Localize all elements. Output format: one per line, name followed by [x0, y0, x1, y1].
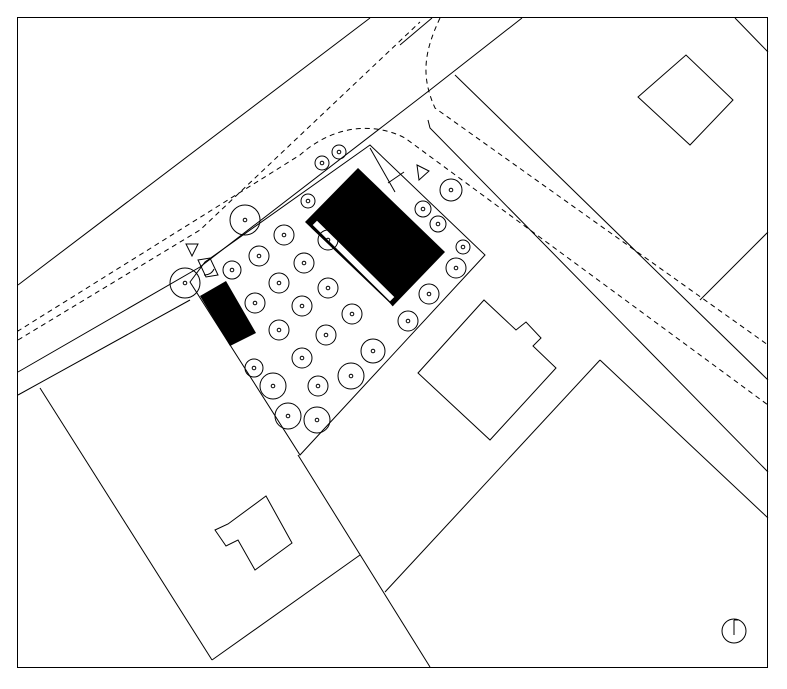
north-arrow-icon: [721, 618, 747, 644]
road-edge-south: [17, 17, 523, 373]
road-edge-north: [17, 17, 371, 286]
parcel-line: [599, 359, 769, 519]
tree-icon: [314, 155, 330, 171]
tree-icon: [303, 406, 331, 434]
main-building-porch: [306, 221, 394, 307]
tree-icon: [291, 295, 313, 317]
main-building: [305, 168, 445, 306]
main-building-white-band: [311, 219, 396, 303]
tree-icon: [418, 283, 440, 305]
tree-icon: [414, 200, 432, 218]
tree-icon: [248, 245, 270, 267]
site-inner-line: [387, 171, 405, 184]
tree-icon: [445, 257, 467, 279]
tree-icon: [337, 362, 365, 390]
tree-icon: [169, 267, 201, 299]
neighbour-building-ne: [637, 54, 734, 146]
tree-icon: [307, 375, 329, 397]
tree-icon: [439, 178, 463, 202]
tree-icon: [317, 229, 339, 251]
tree-icon: [455, 239, 471, 255]
tree-icon: [273, 224, 295, 246]
tree-icon: [229, 204, 261, 236]
parcel-line: [17, 299, 191, 396]
tree-icon: [317, 277, 339, 299]
tree-icon: [315, 324, 337, 346]
tree-icon: [300, 193, 316, 209]
project-site-outline: [189, 144, 486, 456]
drawing-frame: [17, 17, 768, 668]
side-road-edge: [399, 17, 433, 46]
neighbour-building-sw: [214, 495, 293, 571]
tree-icon: [429, 215, 447, 233]
tree-icon: [268, 319, 290, 341]
tree-icon: [274, 402, 302, 430]
trees: [169, 144, 471, 434]
side-road-dashed: [425, 17, 769, 346]
parcel-line: [297, 454, 431, 668]
tree-icon: [331, 144, 347, 160]
tree-icon: [360, 338, 386, 364]
parcel-line: [39, 387, 213, 661]
tree-icon: [291, 347, 313, 369]
tree-icon: [244, 358, 264, 378]
tree-icon: [222, 260, 242, 280]
new-buildings: [200, 168, 445, 346]
tree-icon: [244, 292, 266, 314]
parcel-line: [384, 359, 601, 593]
tree-icon: [293, 252, 315, 274]
entrance-markers: [185, 164, 430, 278]
neighbour-buildings: [214, 54, 734, 571]
parcel-line: [211, 554, 361, 661]
side-road-east: [454, 74, 769, 381]
gate-icon: [197, 257, 219, 278]
triangle-icon: [416, 164, 430, 182]
small-building: [200, 281, 256, 346]
gate-arc-icon: [203, 268, 215, 276]
tree-icon: [397, 310, 419, 332]
tree-icon: [259, 372, 287, 400]
parcel-line: [734, 17, 769, 53]
road-centerline-1: [17, 127, 769, 406]
tree-icon: [268, 272, 290, 294]
road-centerline-2: [17, 21, 421, 341]
side-road-west: [427, 119, 769, 473]
site-inner-line: [369, 147, 396, 193]
triangle-icon: [185, 243, 199, 258]
tree-icon: [341, 303, 363, 325]
road: [17, 17, 769, 473]
parcel-line: [699, 231, 769, 301]
neighbour-building-center: [417, 299, 557, 441]
parcels: [17, 17, 769, 668]
